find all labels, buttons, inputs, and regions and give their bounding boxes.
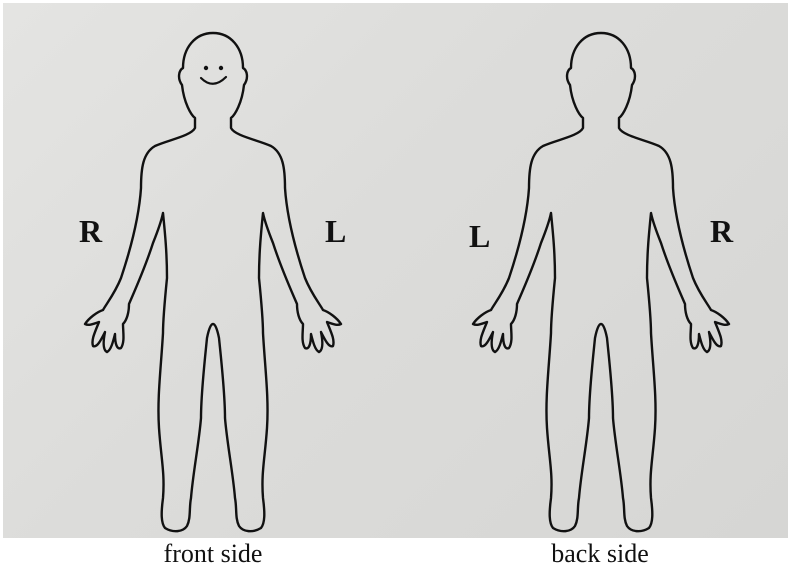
back-left-hand-marker: L: [469, 220, 490, 252]
front-side-caption: front side: [113, 539, 313, 569]
back-side-caption: back side: [500, 539, 700, 569]
front-right-hand-marker: R: [79, 215, 102, 247]
right-eye-icon: [219, 66, 223, 70]
left-eye-icon: [204, 66, 208, 70]
back-right-hand-marker: R: [710, 215, 733, 247]
body-diagram-photo: R L L R: [3, 3, 788, 538]
front-left-hand-marker: L: [325, 215, 346, 247]
front-body-outline: [85, 33, 341, 531]
back-body-outline: [473, 33, 729, 531]
body-outlines: [3, 3, 788, 538]
smile-icon: [201, 77, 226, 84]
